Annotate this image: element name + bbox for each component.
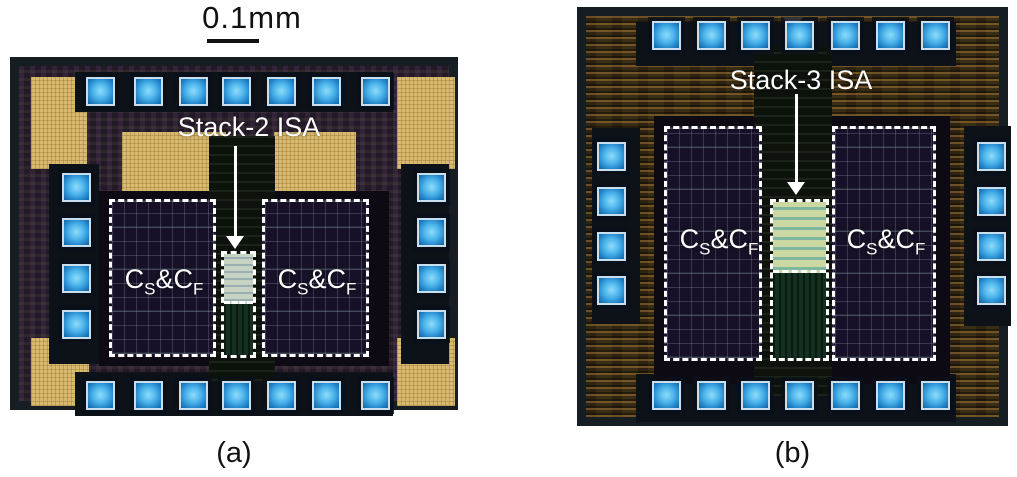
bond-pad <box>134 77 163 106</box>
bond-pad <box>977 276 1006 305</box>
gold-block <box>397 77 455 169</box>
bond-pad <box>312 381 341 410</box>
bond-pad <box>222 77 251 106</box>
bond-pad <box>597 187 626 216</box>
isa-label: Stack-3 ISA <box>729 65 873 95</box>
bond-pad <box>312 77 341 106</box>
bond-pad <box>831 21 860 50</box>
isa-core <box>773 202 826 273</box>
bond-pad <box>86 381 115 410</box>
chip-micrograph-a: Stack-2 ISA CS&CF CS&CF <box>10 57 458 416</box>
bond-pad <box>267 381 296 410</box>
isa-arrow-head <box>787 182 805 195</box>
scale-bar-line <box>207 39 259 43</box>
bond-pad <box>179 77 208 106</box>
bond-pad <box>697 21 726 50</box>
cap-array-left <box>109 199 216 357</box>
bond-pad <box>222 381 251 410</box>
output-routing-block <box>224 304 253 355</box>
isa-arrow-head <box>226 236 244 249</box>
bond-pad <box>785 381 814 410</box>
bond-pad <box>417 218 446 247</box>
cap-label: CS&CF <box>277 264 357 299</box>
bond-pad <box>361 77 390 106</box>
bond-pad <box>921 381 950 410</box>
bond-pad <box>977 187 1006 216</box>
bond-pad <box>597 142 626 171</box>
bond-pad <box>62 310 91 339</box>
bond-pad <box>417 264 446 293</box>
isa-core-outline <box>770 199 829 361</box>
bond-pad <box>652 381 681 410</box>
bond-pad <box>597 232 626 261</box>
bond-pad <box>417 310 446 339</box>
bond-pad <box>741 381 770 410</box>
isa-core-outline <box>221 251 256 358</box>
bond-pad <box>597 276 626 305</box>
bond-pad <box>86 77 115 106</box>
caption-a: (a) <box>216 437 252 469</box>
bond-pad <box>785 21 814 50</box>
cap-array-left <box>664 126 762 361</box>
gold-block <box>122 132 226 196</box>
bond-pad <box>361 381 390 410</box>
bond-pad <box>741 21 770 50</box>
bond-pad <box>62 264 91 293</box>
bond-pad <box>697 381 726 410</box>
bond-pad <box>876 381 905 410</box>
bond-pad <box>876 21 905 50</box>
bond-pad <box>977 232 1006 261</box>
bond-pad <box>417 173 446 202</box>
scale-bar-label: 0.1mm <box>202 0 302 35</box>
cap-label: CS&CF <box>846 224 926 259</box>
bond-pad <box>179 381 208 410</box>
bond-pad <box>134 381 163 410</box>
cap-label: CS&CF <box>679 224 759 259</box>
cap-label: CS&CF <box>124 264 204 299</box>
bond-pad <box>652 21 681 50</box>
chip-micrograph-b: Stack-3 ISA CS&CF CS&CF <box>577 7 1011 426</box>
isa-arrow <box>795 94 798 184</box>
cap-array-right <box>832 126 936 361</box>
caption-b: (b) <box>774 437 811 469</box>
cap-array-right <box>262 199 369 357</box>
output-routing-block <box>773 273 826 358</box>
isa-label: Stack-2 ISA <box>177 112 321 142</box>
bond-pad <box>977 142 1006 171</box>
bond-pad <box>267 77 296 106</box>
gold-block <box>274 132 356 196</box>
bond-pad <box>62 173 91 202</box>
bond-pad <box>921 21 950 50</box>
bond-pad <box>831 381 860 410</box>
isa-core <box>224 254 253 304</box>
bond-pad <box>62 218 91 247</box>
isa-arrow <box>234 146 237 238</box>
